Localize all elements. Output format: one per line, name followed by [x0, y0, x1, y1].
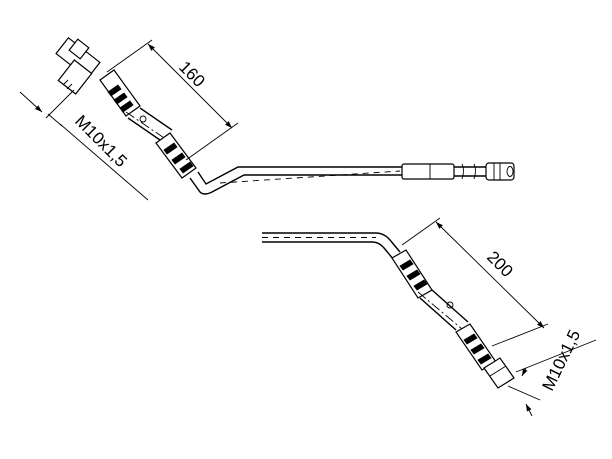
lower-ferrule-1	[391, 249, 433, 299]
upper-steel-pipe	[189, 162, 515, 195]
upper-hose-assembly: 160 M10x1,5	[19, 36, 515, 201]
lower-ferrule-2	[455, 323, 515, 389]
lower-hose-assembly: 200 M10x1,5	[262, 217, 597, 417]
lower-thread-dimension	[507, 339, 597, 417]
upper-ferrule-1	[99, 69, 141, 117]
upper-thread-dimension	[19, 89, 149, 201]
upper-end-fitting	[55, 36, 101, 95]
lower-steel-pipe	[262, 232, 401, 261]
upper-ferrule-2	[155, 132, 197, 179]
lower-rubber-hose	[417, 289, 469, 335]
lower-length-label: 200	[483, 247, 516, 280]
lower-length-dimension	[401, 217, 549, 347]
upper-length-label: 160	[175, 57, 208, 90]
upper-length-dimension	[106, 39, 239, 161]
